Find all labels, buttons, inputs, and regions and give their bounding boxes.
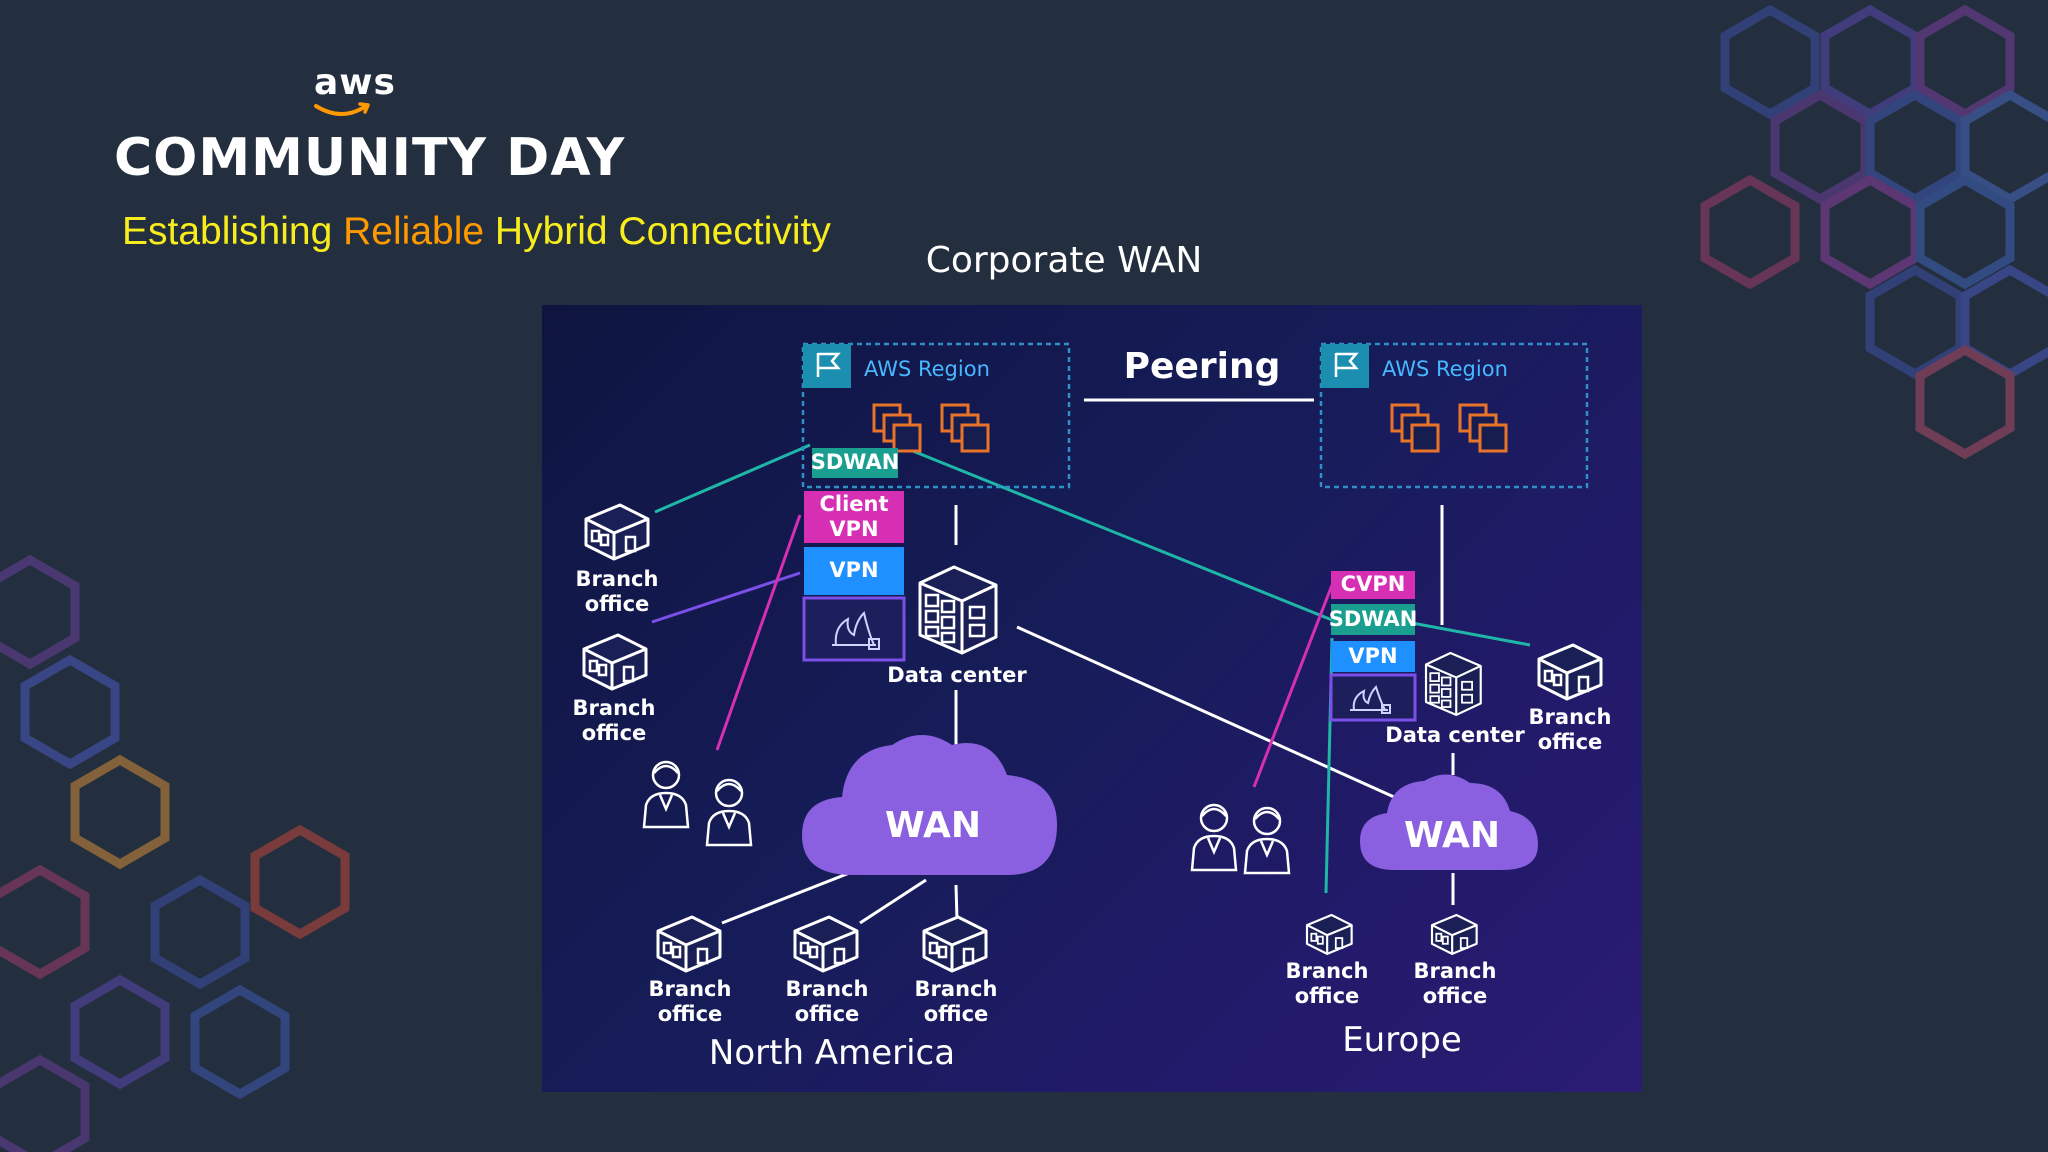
connection-lines (651, 398, 1531, 925)
branch-office-icon (1305, 913, 1353, 955)
branch-office-icon (584, 503, 650, 561)
ec2-instances-icon (940, 403, 990, 453)
line-branch-to-sdwan (654, 443, 811, 514)
branch-office-icon (922, 915, 988, 973)
ec2-instances-icon (1458, 403, 1508, 453)
user-icon (642, 760, 690, 829)
branch-office-icon (793, 915, 859, 973)
line-eu-sdwan-to-branch (1411, 621, 1531, 647)
aws-smile-icon (314, 102, 370, 116)
cvpn-label: CVPN (1340, 572, 1406, 597)
flag-icon (1334, 352, 1359, 377)
eu-sdwan-label: SDWAN (1328, 606, 1418, 631)
branch-office-icon (1537, 643, 1603, 701)
eu-sdwan-block (1331, 604, 1415, 635)
wan-label: WAN (1403, 815, 1501, 856)
client-vpn-block (804, 491, 904, 543)
sdwan-block (812, 448, 898, 478)
sdwan-label: SDWAN (810, 450, 900, 475)
branch-office-label: Branch office (1285, 959, 1369, 1009)
branch-office-icon (1430, 913, 1478, 955)
eu-vpn-block (1331, 641, 1415, 672)
aws-region-na-box (801, 342, 1071, 489)
branch-office-label: Branch office (1528, 705, 1612, 755)
event-name: COMMUNITY DAY (114, 128, 626, 188)
branch-office-label: Branch office (575, 567, 659, 617)
line-wan-to-branch-2 (859, 878, 927, 925)
region-flag-icon (1321, 344, 1369, 388)
branch-office-label: Branch office (1413, 959, 1497, 1009)
branch-office-label: Branch office (572, 696, 656, 746)
vpn-block (804, 547, 904, 595)
firewall-block (802, 596, 906, 662)
vpn-label: VPN (829, 558, 879, 583)
diagram-graphics (582, 342, 1603, 973)
cvpn-block (1331, 571, 1415, 599)
line-wan-to-branch-1 (721, 868, 858, 925)
aws-logo-text: aws (314, 62, 396, 103)
client-vpn-label: Client VPN (819, 491, 889, 541)
line-na-dc-to-eu-wan (1016, 625, 1395, 799)
corporate-wan-diagram: Peering AWS Region AWS Region SDWAN Clie… (542, 305, 1642, 1092)
eu-firewall-block (1329, 673, 1417, 722)
branch-office-label: Branch office (785, 977, 869, 1027)
branch-office-icon (582, 633, 648, 691)
region-flag-icon (803, 344, 851, 388)
presentation-subtitle: Establishing Reliable Hybrid Connectivit… (122, 210, 831, 254)
user-icon (1243, 806, 1291, 875)
peering-label: Peering (1123, 346, 1281, 387)
branch-office-icon (656, 915, 722, 973)
line-eu-users-to-cvpn (1252, 584, 1334, 788)
eu-vpn-label: VPN (1348, 643, 1398, 668)
firewall-icon (1350, 685, 1391, 714)
wan-cloud-icon (802, 735, 1057, 875)
firewall-icon (832, 611, 880, 650)
data-center-label: Data center (887, 663, 1027, 687)
north-america-label: North America (708, 1033, 956, 1073)
data-center-label: Data center (1385, 723, 1525, 747)
ec2-instances-icon (872, 403, 922, 453)
branch-office-label: Branch office (648, 977, 732, 1027)
europe-label: Europe (1342, 1020, 1462, 1060)
data-center-icon (1424, 651, 1482, 716)
user-icon (1190, 803, 1238, 872)
data-center-icon (918, 565, 998, 655)
wan-label: WAN (884, 805, 982, 846)
aws-region-eu-box (1319, 342, 1589, 489)
user-icon (705, 778, 753, 847)
line-users-to-client-vpn (715, 514, 802, 751)
subtitle-part-2: Hybrid Connectivity (484, 210, 831, 253)
ec2-instances-icon (1390, 403, 1440, 453)
subtitle-part-1: Establishing (122, 210, 344, 253)
slide-title: Corporate WAN (925, 240, 1203, 281)
line-sdwan-to-eu-sdwan (897, 443, 1333, 622)
line-wan-to-branch-3 (954, 884, 959, 921)
branch-office-label: Branch office (914, 977, 998, 1027)
wan-cloud-icon (1360, 774, 1538, 870)
aws-region-label: AWS Region (1382, 357, 1508, 381)
subtitle-highlight: Reliable (343, 210, 485, 253)
flag-icon (816, 352, 841, 377)
aws-region-label: AWS Region (864, 357, 990, 381)
